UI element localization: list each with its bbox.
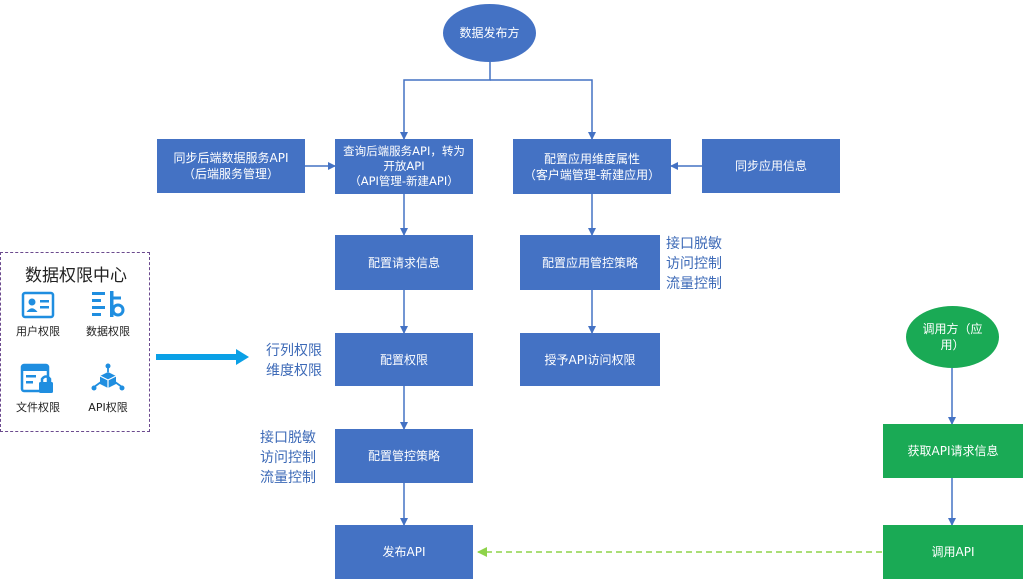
- node-query-backend-line2: 开放API: [383, 159, 425, 173]
- node-call-api: 调用API: [883, 525, 1023, 579]
- node-get-api-info-label: 获取API请求信息: [907, 444, 999, 458]
- permission-center-panel: 数据权限中心 用户权限 数据权限: [0, 252, 150, 432]
- node-publisher: 数据发布方: [443, 4, 536, 62]
- node-caller-line2: 用）: [940, 338, 965, 352]
- node-config-app-attr-line2: （客户端管理-新建应用）: [523, 167, 661, 182]
- node-config-policy-label: 配置管控策略: [367, 449, 440, 463]
- node-publisher-label: 数据发布方: [459, 26, 520, 40]
- permission-center-title: 数据权限中心: [25, 266, 127, 286]
- data-permission-icon: [92, 291, 125, 317]
- node-config-app-policy: 配置应用管控策略: [520, 235, 660, 290]
- note-permission-line1: 行列权限: [266, 343, 322, 359]
- note-app-policy-line1: 接口脱敏: [666, 236, 722, 252]
- user-card-icon: [21, 291, 55, 319]
- arrow-center-to-permission: [156, 349, 249, 365]
- perm-item-file-label: 文件权限: [16, 401, 60, 414]
- note-policy-line2: 访问控制: [260, 450, 316, 466]
- note-permission-line2: 维度权限: [266, 363, 322, 379]
- arrow-publisher-split: [400, 62, 491, 140]
- node-query-backend-line3: （API管理-新建API）: [349, 174, 459, 188]
- node-grant-api: 授予API访问权限: [520, 333, 660, 386]
- perm-item-api-label: API权限: [88, 401, 128, 414]
- node-caller-line1: 调用方（应: [922, 322, 983, 336]
- arrow-publisher-split-right: [490, 79, 596, 140]
- node-publish-api-label: 发布API: [382, 545, 426, 559]
- node-caller: 调用方（应 用）: [906, 306, 999, 368]
- node-config-request-label: 配置请求信息: [367, 255, 440, 270]
- note-policy: 接口脱敏 访问控制 流量控制: [260, 428, 316, 488]
- node-query-backend-line1: 查询后端服务API，转为: [343, 144, 465, 158]
- node-sync-backend-line2: （后端服务管理）: [182, 167, 279, 181]
- perm-item-api: API权限: [73, 363, 143, 415]
- node-publish-api: 发布API: [335, 525, 473, 579]
- node-get-api-info: 获取API请求信息: [883, 424, 1023, 478]
- node-grant-api-label: 授予API访问权限: [544, 352, 636, 367]
- note-policy-line1: 接口脱敏: [260, 430, 316, 446]
- note-app-policy-line3: 流量控制: [666, 276, 722, 292]
- api-cube-icon: [91, 363, 125, 391]
- node-sync-app: 同步应用信息: [702, 139, 840, 193]
- perm-item-user: 用户权限: [3, 291, 73, 339]
- perm-item-user-label: 用户权限: [16, 325, 60, 338]
- note-policy-line3: 流量控制: [260, 470, 316, 486]
- node-config-app-policy-label: 配置应用管控策略: [541, 255, 638, 270]
- node-config-permission: 配置权限: [335, 333, 473, 386]
- node-sync-backend-line1: 同步后端数据服务API: [173, 151, 289, 165]
- perm-item-data: 数据权限: [73, 289, 143, 339]
- node-config-app-attr-line1: 配置应用维度属性: [543, 151, 640, 166]
- node-config-app-attr: 配置应用维度属性 （客户端管理-新建应用）: [513, 139, 671, 194]
- note-app-policy: 接口脱敏 访问控制 流量控制: [666, 234, 722, 294]
- file-lock-icon: [20, 363, 53, 393]
- perm-item-file: 文件权限: [3, 363, 73, 415]
- node-query-backend: 查询后端服务API，转为 开放API （API管理-新建API）: [335, 139, 473, 194]
- note-app-policy-line2: 访问控制: [666, 256, 722, 272]
- node-config-permission-label: 配置权限: [379, 352, 428, 367]
- node-call-api-label: 调用API: [931, 545, 975, 559]
- node-sync-app-label: 同步应用信息: [734, 159, 807, 173]
- node-config-policy: 配置管控策略: [335, 429, 473, 483]
- node-sync-backend: 同步后端数据服务API （后端服务管理）: [157, 139, 305, 193]
- node-config-request: 配置请求信息: [335, 235, 473, 290]
- note-permission: 行列权限 维度权限: [266, 341, 322, 381]
- perm-item-data-label: 数据权限: [86, 325, 130, 338]
